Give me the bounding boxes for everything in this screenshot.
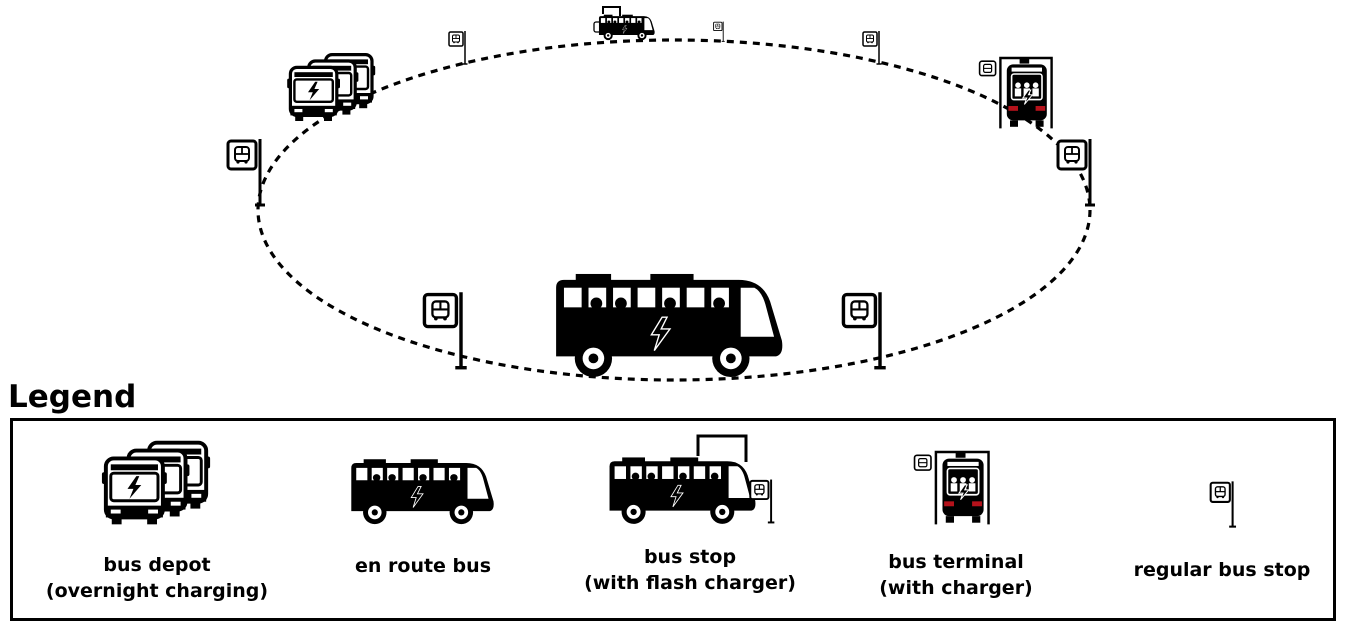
regular-bus-stop-icon (422, 290, 469, 370)
bus-terminal-icon (978, 56, 1054, 130)
legend-label-line: bus depot (103, 554, 211, 576)
legend-label-line: en route bus (355, 555, 491, 577)
legend-label-line: (overnight charging) (45, 580, 269, 602)
regular-bus-stop-icon (841, 290, 888, 370)
legend-label-line: (with flash charger) (584, 572, 796, 594)
legend-label-depot: bus depot (overnight charging) (46, 552, 268, 604)
bus-stop-flash-charger-icon (593, 6, 655, 41)
legend-label-line: (with charger) (879, 577, 1033, 599)
route-loop (256, 38, 1092, 382)
regular-bus-stop-icon (226, 137, 267, 207)
en-route-bus-icon (555, 273, 784, 378)
legend-label-terminal: bus terminal (with charger) (879, 549, 1033, 601)
legend-label-flash: bus stop (with flash charger) (584, 544, 796, 596)
legend-label-line: bus stop (643, 546, 737, 568)
bus-stop-flash-charger-icon (609, 434, 776, 525)
regular-bus-stop-icon (448, 30, 469, 65)
legend-box (10, 418, 1336, 621)
legend-label-line: regular bus stop (1133, 559, 1311, 581)
legend-title: Legend (8, 379, 137, 415)
legend-label-regular: regular bus stop (1134, 557, 1311, 583)
regular-bus-stop-icon (1056, 137, 1097, 207)
bus-depot-icon (287, 55, 375, 121)
regular-bus-stop-icon (713, 21, 726, 42)
legend-label-line: bus terminal (888, 551, 1024, 573)
legend-label-enroute: en route bus (355, 553, 491, 579)
